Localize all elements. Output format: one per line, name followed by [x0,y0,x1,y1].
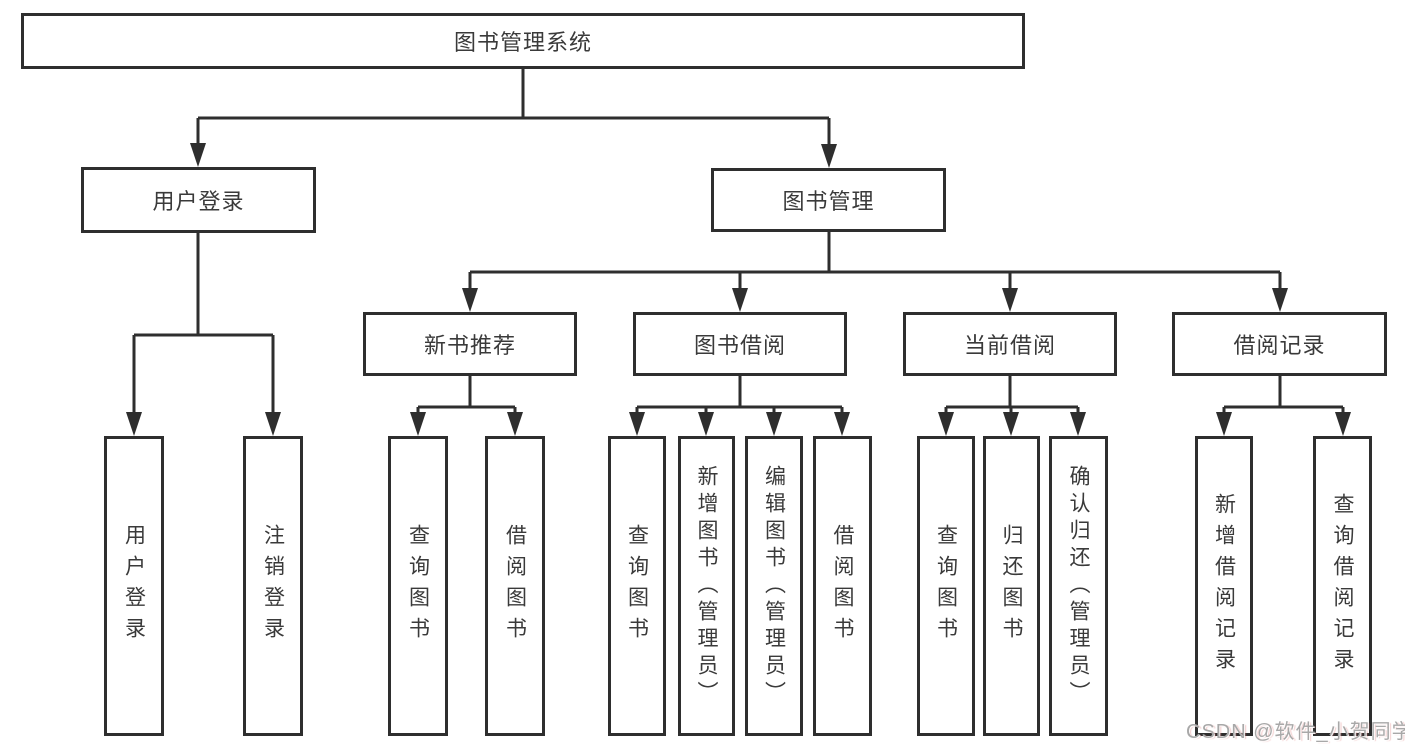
arrow-icon [732,288,748,312]
arrow-icon [265,412,281,436]
leaf-bb-borrow-books-label: 借阅图书 [831,524,855,648]
arrow-icon [821,144,837,168]
arrow-icon [410,412,426,436]
node-book-management-label: 图书管理 [782,189,875,214]
leaf-cb-query-books-label: 查询图书 [934,524,958,648]
node-borrow-records: 借阅记录 [1172,312,1387,376]
node-library-management-system: 图书管理系统 [21,13,1025,69]
node-new-book-recommend: 新书推荐 [363,312,577,376]
node-book-borrowing-label: 图书借阅 [693,333,786,358]
leaf-bb-query-books-label: 查询图书 [625,524,649,648]
leaf-cb-return-books-label: 归还图书 [1000,524,1024,648]
arrow-icon [938,412,954,436]
leaf-cb-confirm-return-admin: 确认归还（管理员） [1049,436,1108,736]
arrow-icon [507,412,523,436]
leaf-logout: 注销登录 [243,436,303,736]
arrow-icon [1216,412,1232,436]
leaf-bb-add-books-admin-label: 新增图书（管理员） [695,464,719,708]
node-book-borrowing: 图书借阅 [633,312,847,376]
leaf-user-login-label: 用户登录 [122,524,146,648]
arrow-icon [766,412,782,436]
arrow-icon [1070,412,1086,436]
node-current-borrowing-label: 当前借阅 [963,333,1056,358]
arrow-icon [1002,288,1018,312]
arrow-icon [1335,412,1351,436]
arrow-icon [190,143,206,167]
arrow-icon [462,288,478,312]
node-book-management: 图书管理 [711,168,946,232]
leaf-cb-return-books: 归还图书 [983,436,1040,736]
leaf-cb-confirm-return-admin-label: 确认归还（管理员） [1067,464,1091,708]
arrowheads [126,143,1351,436]
leaf-nbr-query-books: 查询图书 [388,436,448,736]
leaf-nbr-query-books-label: 查询图书 [406,524,430,648]
leaf-user-login: 用户登录 [104,436,164,736]
watermark: CSDN @软件_小贺同学 [1186,721,1405,743]
leaf-bb-edit-books-admin: 编辑图书（管理员） [745,436,803,736]
node-user-login-label: 用户登录 [152,189,245,214]
leaf-nbr-borrow-books-label: 借阅图书 [503,524,527,648]
node-borrow-records-label: 借阅记录 [1233,333,1326,358]
leaf-br-query-record-label: 查询借阅记录 [1331,493,1355,679]
arrow-icon [126,412,142,436]
node-user-login: 用户登录 [81,167,316,233]
node-new-book-recommend-label: 新书推荐 [423,333,516,358]
node-library-management-system-label: 图书管理系统 [453,30,592,55]
leaf-bb-add-books-admin: 新增图书（管理员） [678,436,735,736]
node-current-borrowing: 当前借阅 [903,312,1117,376]
arrow-icon [834,412,850,436]
arrow-icon [629,412,645,436]
arrow-icon [1272,288,1288,312]
leaf-br-add-record: 新增借阅记录 [1195,436,1253,736]
arrow-icon [1003,412,1019,436]
leaf-br-add-record-label: 新增借阅记录 [1212,493,1236,679]
arrow-icon [698,412,714,436]
leaf-br-query-record: 查询借阅记录 [1313,436,1372,736]
leaf-nbr-borrow-books: 借阅图书 [485,436,545,736]
leaf-cb-query-books: 查询图书 [917,436,975,736]
leaf-bb-borrow-books: 借阅图书 [813,436,872,736]
leaf-bb-query-books: 查询图书 [608,436,666,736]
leaf-bb-edit-books-admin-label: 编辑图书（管理员） [762,464,786,708]
leaf-logout-label: 注销登录 [261,524,285,648]
